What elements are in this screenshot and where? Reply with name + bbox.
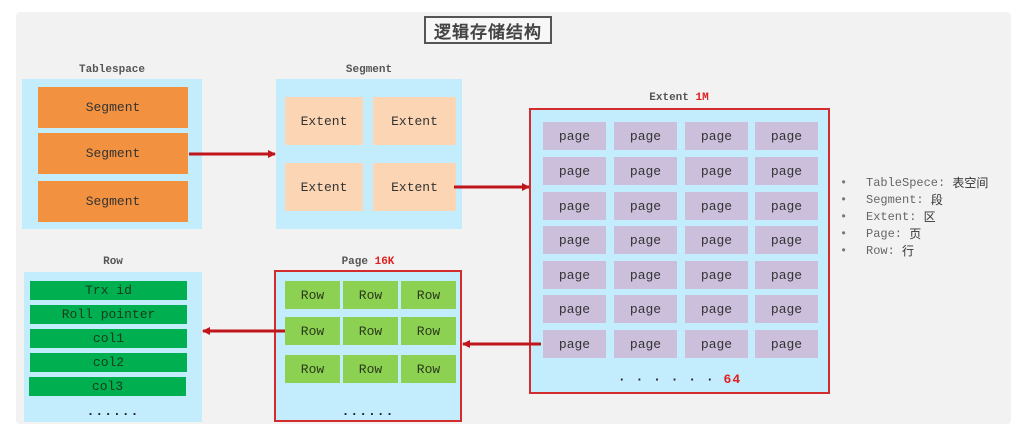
extent-page: page <box>755 122 818 150</box>
extent-page: page <box>685 261 748 289</box>
extent-page: page <box>543 330 606 358</box>
legend-item: • Row: 行 <box>840 243 988 260</box>
legend-term: Page: <box>866 227 903 241</box>
extent-page: page <box>755 261 818 289</box>
extent-page: page <box>755 295 818 323</box>
extent-page: page <box>543 122 606 150</box>
extent-size: 1M <box>695 92 709 104</box>
extent-page: page <box>685 295 748 323</box>
extent-page: page <box>614 122 677 150</box>
legend-term: Extent: <box>866 210 917 224</box>
extent-page-count: 64 <box>723 372 742 387</box>
page-row: Row <box>285 355 340 383</box>
bullet-icon: • <box>840 193 848 207</box>
row-field-col1: col1 <box>30 329 187 348</box>
page-row: Row <box>285 317 340 345</box>
segment-extent: Extent <box>373 163 456 211</box>
legend-item: • Segment: 段 <box>840 192 988 209</box>
legend-meaning: 区 <box>923 210 936 224</box>
extent-page: page <box>614 330 677 358</box>
bullet-icon: • <box>840 210 848 224</box>
page-row: Row <box>401 317 456 345</box>
extent-more: · · · · · · 64 <box>529 372 830 387</box>
legend-term: Segment: <box>866 193 924 207</box>
bullet-icon: • <box>840 176 848 190</box>
page-row: Row <box>285 281 340 309</box>
row-more: ...... <box>86 404 140 419</box>
segment-extent: Extent <box>285 163 363 211</box>
extent-page: page <box>685 122 748 150</box>
extent-page: page <box>614 157 677 185</box>
extent-page: page <box>614 226 677 254</box>
row-field-trx-id: Trx id <box>30 281 187 300</box>
page-row: Row <box>343 317 398 345</box>
row-caption: Row <box>103 256 123 268</box>
extent-page: page <box>755 226 818 254</box>
extent-page: page <box>543 192 606 220</box>
extent-page: page <box>614 261 677 289</box>
page-row: Row <box>343 355 398 383</box>
segment-caption: Segment <box>345 64 393 76</box>
page-row: Row <box>401 355 456 383</box>
segment-container: Extent Extent Extent Extent <box>276 79 462 229</box>
legend-meaning: 段 <box>930 193 943 207</box>
legend-term: Row: <box>866 244 895 258</box>
page-row: Row <box>401 281 456 309</box>
row-field-roll-pointer: Roll pointer <box>30 305 187 324</box>
segment-extent: Extent <box>285 97 363 145</box>
page-caption-label: Page <box>341 256 368 268</box>
bullet-icon: • <box>840 244 848 258</box>
legend-meaning: 表空间 <box>952 176 989 190</box>
extent-caption-label: Extent <box>649 92 689 104</box>
extent-page: page <box>543 261 606 289</box>
page-more: ...... <box>341 404 395 419</box>
legend: • TableSpece: 表空间 • Segment: 段 • Extent: 区 • Pa… <box>840 175 988 260</box>
legend-meaning: 页 <box>909 227 922 241</box>
tablespace-caption: Tablespace <box>78 64 145 76</box>
extent-caption: Extent 1M <box>529 92 829 104</box>
legend-meaning: 行 <box>902 244 915 258</box>
extent-page: page <box>685 157 748 185</box>
extent-page: page <box>755 157 818 185</box>
legend-term: TableSpece: <box>866 176 946 190</box>
extent-page: page <box>543 295 606 323</box>
tablespace-segment: Segment <box>38 87 188 128</box>
tablespace-segment: Segment <box>38 181 188 222</box>
bullet-icon: • <box>840 227 848 241</box>
row-container: Trx id Roll pointer col1 col2 col3 .....… <box>24 272 202 422</box>
tablespace-container: Segment Segment Segment <box>22 79 202 229</box>
extent-page: page <box>543 157 606 185</box>
extent-page: page <box>614 192 677 220</box>
row-field-col2: col2 <box>30 353 187 372</box>
page-caption: Page 16K <box>274 256 462 268</box>
row-field-col3: col3 <box>29 377 186 396</box>
diagram-title: 逻辑存储结构 <box>424 16 552 44</box>
extent-page: page <box>685 330 748 358</box>
extent-page: page <box>685 226 748 254</box>
legend-item: • Page: 页 <box>840 226 988 243</box>
segment-extent: Extent <box>373 97 456 145</box>
extent-page: page <box>685 192 748 220</box>
page-size: 16K <box>374 256 395 268</box>
extent-page: page <box>543 226 606 254</box>
extent-page: page <box>755 192 818 220</box>
extent-more-dots: · · · · · · <box>617 372 715 387</box>
extent-page: page <box>755 330 818 358</box>
legend-item: • Extent: 区 <box>840 209 988 226</box>
legend-item: • TableSpece: 表空间 <box>840 175 988 192</box>
tablespace-segment: Segment <box>38 133 188 174</box>
page-row: Row <box>343 281 398 309</box>
extent-page: page <box>614 295 677 323</box>
